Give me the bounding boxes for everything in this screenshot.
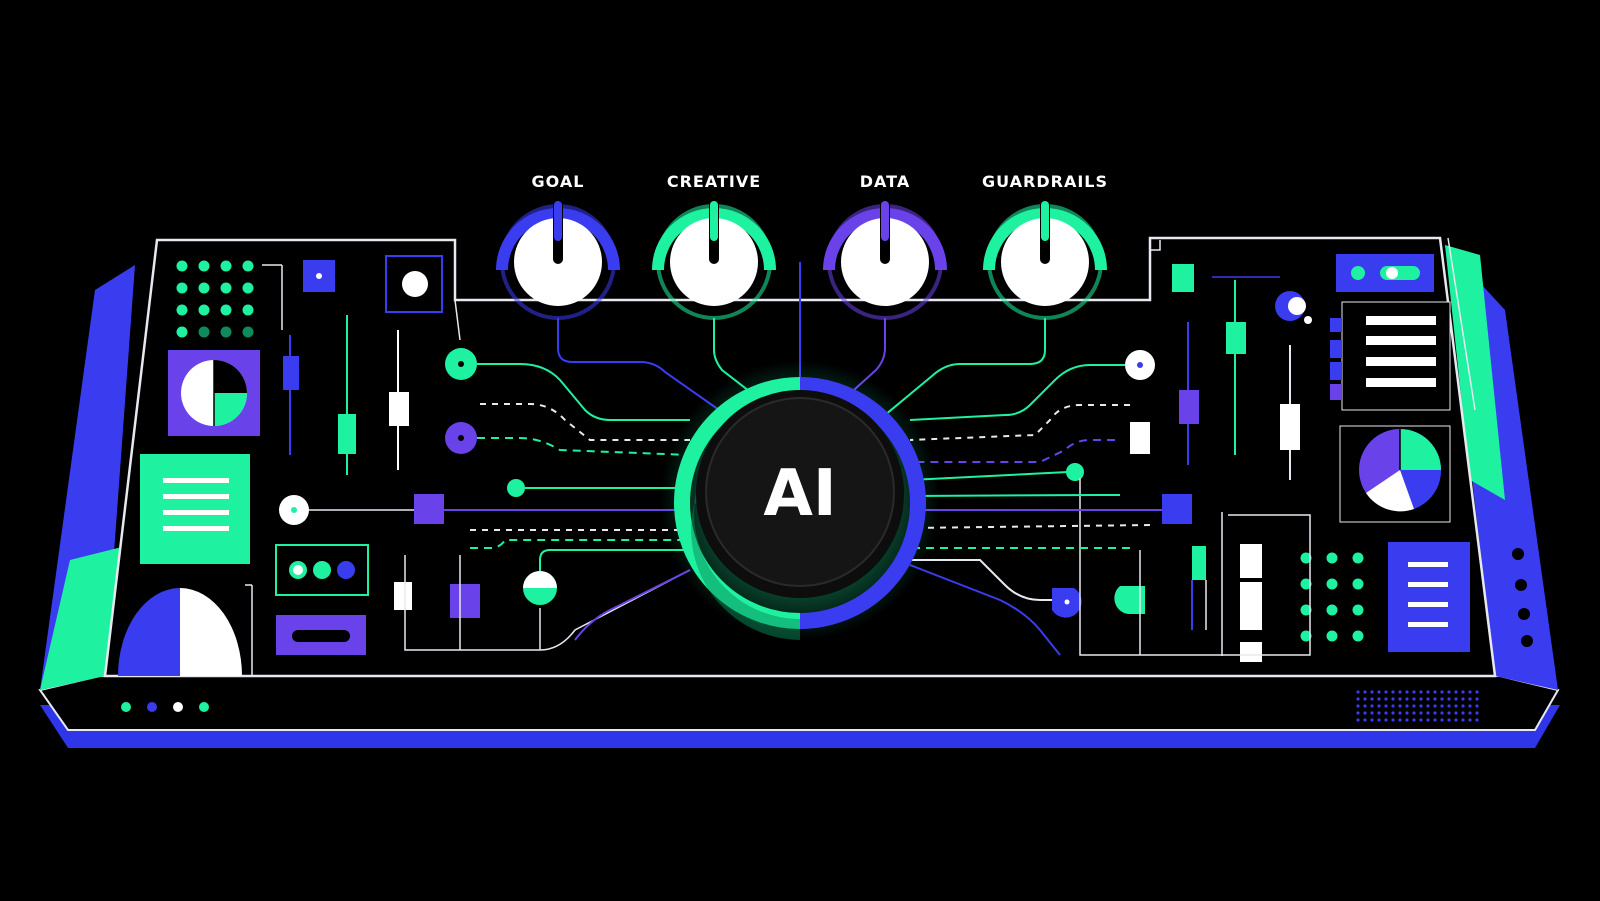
indicator-dot — [198, 304, 210, 316]
speaker-grille — [1356, 690, 1479, 722]
knob-label: CREATIVE — [667, 172, 761, 191]
document-lines-icon — [1388, 542, 1470, 652]
status-light — [173, 702, 183, 712]
indicator-dot — [198, 282, 210, 294]
indicator-dot — [176, 304, 188, 316]
indicator-dot — [1300, 630, 1312, 642]
status-light — [199, 702, 209, 712]
indicator-dot — [1352, 552, 1364, 564]
fader[interactable] — [1280, 345, 1300, 480]
indicator-dot — [242, 260, 254, 272]
toggle-switch-icon[interactable] — [275, 544, 369, 596]
toggle-knob[interactable] — [1288, 297, 1306, 315]
indicator-dot-grid — [176, 260, 254, 338]
side-buttons — [1512, 548, 1533, 647]
knob-goal[interactable]: GOAL — [496, 172, 620, 320]
fader[interactable] — [389, 330, 409, 470]
indicator-dot — [1300, 578, 1312, 590]
fader[interactable] — [1179, 322, 1199, 465]
indicator-dot — [242, 304, 254, 316]
blue-square-button[interactable] — [1162, 494, 1192, 524]
knob-label: GUARDRAILS — [982, 172, 1108, 191]
indicator-dot — [1300, 604, 1312, 616]
knob-label: GOAL — [532, 172, 585, 191]
indicator-dot-grid — [1300, 552, 1364, 642]
fader[interactable] — [283, 335, 299, 455]
indicator-dot — [220, 326, 232, 338]
indicator-dot — [242, 326, 254, 338]
indicator-dot — [1300, 552, 1312, 564]
indicator-dot — [1352, 630, 1364, 642]
ai-core-button[interactable]: AI — [660, 360, 940, 640]
knob-guardrails[interactable]: GUARDRAILS — [982, 172, 1108, 320]
indicator-dot — [198, 326, 210, 338]
status-lights — [121, 702, 209, 712]
knob-data[interactable]: DATA — [823, 172, 947, 320]
indicator-dot — [220, 282, 232, 294]
circuit-wires-left — [444, 363, 691, 641]
right-panel — [1052, 237, 1476, 662]
ai-core-label: AI — [763, 457, 836, 531]
indicator-dot — [198, 260, 210, 272]
indicator-dot — [1326, 578, 1338, 590]
left-panel — [118, 255, 691, 676]
indicator-dot — [220, 260, 232, 272]
indicator-dot — [1352, 578, 1364, 590]
indicator-dot — [220, 304, 232, 316]
indicator-dot — [176, 260, 188, 272]
pie-chart-icon — [1359, 429, 1442, 512]
indicator-dot — [176, 326, 188, 338]
indicator-dot — [1326, 630, 1338, 642]
indicator-dot — [1326, 604, 1338, 616]
fader[interactable] — [1226, 280, 1246, 455]
status-light — [147, 702, 157, 712]
indicator-dot — [176, 282, 188, 294]
indicator-dot — [1326, 552, 1338, 564]
fader[interactable] — [338, 315, 356, 475]
indicator-dot — [1352, 604, 1364, 616]
document-lines-icon — [140, 454, 250, 564]
pie-chart-icon — [523, 571, 557, 605]
indicator-dot — [242, 282, 254, 294]
knob-label: DATA — [860, 172, 910, 191]
knob-row: GOAL CREATIVE DATA GUARDRAILS — [496, 172, 1108, 320]
white-dot-button[interactable] — [402, 271, 428, 297]
status-light — [121, 702, 131, 712]
knob-wires — [557, 262, 1046, 416]
knob-creative[interactable]: CREATIVE — [652, 172, 776, 320]
pie-chart-icon — [181, 360, 247, 426]
